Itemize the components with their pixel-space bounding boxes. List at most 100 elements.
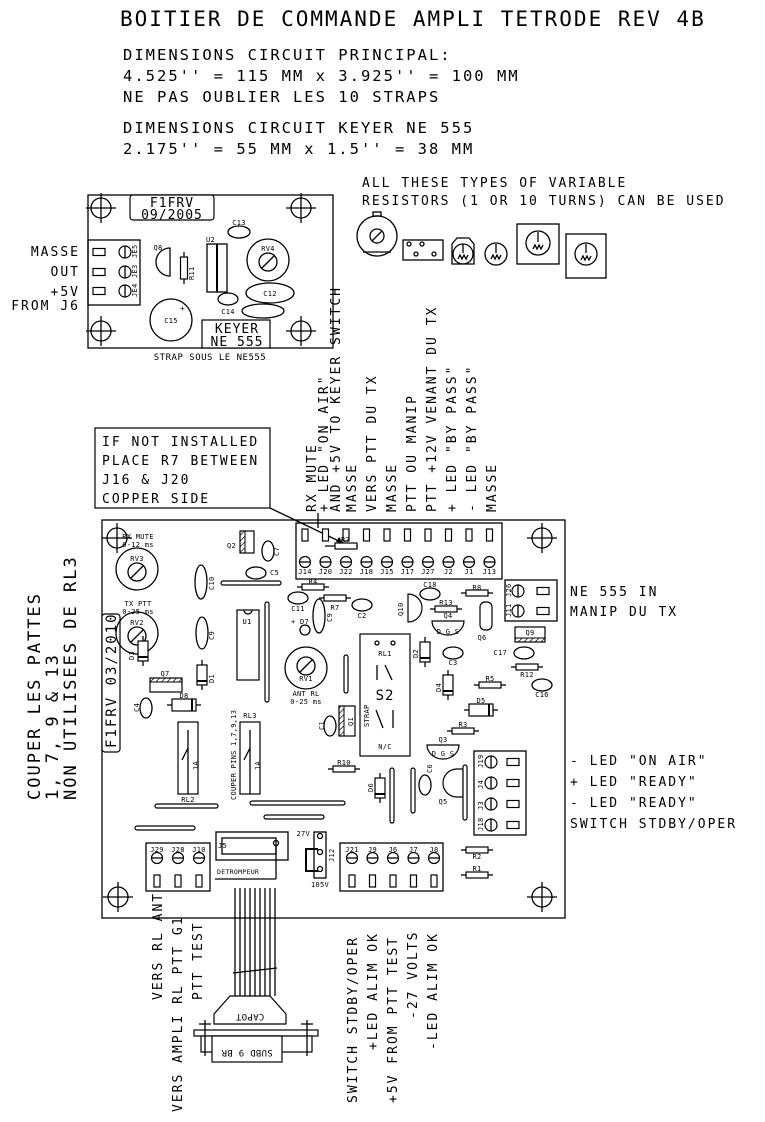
connector-j9: J9: [366, 846, 379, 888]
label-led-on-air: + LED "ON AIR": [317, 374, 332, 512]
detrompeur-label: DETROMPEUR: [217, 868, 259, 876]
subd-label: SUBD 9 BR: [221, 1047, 273, 1057]
d3-label: D3: [128, 651, 136, 660]
label-plus-led-by-pass: + LED "BY PASS": [445, 365, 460, 512]
connector-label: J29: [150, 846, 164, 854]
connector-j26: J26: [505, 583, 513, 597]
ribbon-cable: CAPOT SUBD 9 BR: [193, 888, 319, 1063]
connector-j6: J6: [386, 846, 400, 888]
label-ne555-in: NE 555 IN: [570, 585, 658, 600]
keyer-u2-label: U2: [206, 236, 215, 244]
mount-hole-icon: [526, 881, 558, 913]
connector-label: J21: [345, 846, 359, 854]
keyer-connector-je3: JE3: [131, 264, 139, 278]
c2-label: C2: [357, 612, 366, 620]
keyer-c15-label: C15: [164, 317, 178, 325]
strap-wire: [462, 764, 468, 821]
mount-hole-icon: [102, 881, 134, 913]
strap-wire: [264, 601, 270, 703]
keyer-label-from-j6: FROM J6: [11, 299, 80, 314]
label-switch-stdby-oper: SWITCH STDBY/OPER: [570, 817, 737, 832]
strap-wire: [389, 767, 395, 824]
trimmer-octagon-icon: [451, 237, 475, 265]
c10-label: C10: [208, 576, 216, 590]
q1-label: Q1: [347, 717, 355, 726]
label-bottom-switch-stdby-oper: SWITCH STDBY/OPER: [346, 936, 361, 1103]
keyer-q8-label: Q8: [153, 244, 162, 252]
c9-label: C9: [326, 613, 334, 622]
rv3-label: RV3: [130, 555, 144, 563]
terminal-label: J1: [464, 568, 473, 576]
label-minus-27-volts: -27 VOLTS: [406, 931, 421, 1019]
terminal-label: J20: [319, 568, 333, 576]
keyer-r11-label: R11: [188, 266, 196, 280]
connector-j21: J21: [345, 846, 359, 888]
label-manip-du-tx: MANIP DU TX: [570, 605, 678, 620]
connector-label: J19: [477, 754, 485, 768]
r2-label: R2: [472, 853, 481, 861]
label-ptt-test: PTT TEST: [191, 921, 206, 1000]
relay-cut-pins-note: COUPER PINS 1,7,9,13: [230, 710, 238, 800]
mount-hole-icon: [285, 192, 317, 224]
keyer-c13-label: C13: [232, 219, 246, 227]
terminal-label: J18: [360, 568, 374, 576]
variable-resistor-types: [356, 211, 607, 279]
r10-label: R10: [337, 759, 351, 767]
rl1-label: RL1: [378, 650, 392, 658]
mount-hole-icon: [526, 522, 558, 554]
terminal-label: J13: [483, 568, 497, 576]
s2-label: S2: [376, 688, 395, 704]
connector-j3: J3: [477, 797, 520, 811]
label-masse-2: MASSE: [385, 463, 400, 512]
label-minus-led-ready: - LED "READY": [570, 796, 698, 811]
label-plus-led-alim-ok: +LED ALIM OK: [366, 932, 381, 1050]
r1-label: R1: [472, 865, 481, 873]
d7-label: + D7: [291, 618, 309, 626]
q2-label: Q2: [227, 542, 236, 550]
label-rx-mute: RX MUTE: [305, 443, 320, 512]
connector-label: J10: [192, 846, 206, 854]
u1-label: U1: [242, 618, 251, 626]
connector-label: J8: [429, 846, 438, 854]
diagram-title: BOITIER DE COMMANDE AMPLI TETRODE REV 4B: [120, 7, 706, 31]
rv1-title: ANT RL: [292, 690, 319, 698]
left-note-line3: NON UTILISEES DE RL3: [61, 555, 81, 800]
c6-label: C6: [426, 764, 434, 773]
q9-label: Q9: [525, 629, 534, 637]
q4-pins: D G S: [437, 628, 460, 636]
connector-label: J9: [368, 846, 377, 854]
terminal-j27: J27: [421, 528, 434, 576]
terminal-j15: J15: [380, 528, 394, 576]
mount-hole-icon: [85, 192, 117, 224]
note-line4: COPPER SIDE: [102, 492, 210, 507]
c5-label: C5: [270, 569, 279, 577]
c18-label: C18: [423, 581, 437, 589]
connector-j18: J18: [477, 817, 520, 832]
keyer-stamp-line1: F1FRV: [150, 196, 194, 211]
trimmer-square-large-icon: [565, 233, 607, 279]
connector-j7: J7: [407, 846, 420, 888]
j5-label: J5: [218, 842, 227, 850]
keyer-name-line1: KEYER: [215, 322, 259, 337]
connector-j19: J19: [477, 754, 520, 769]
r5-label: R5: [485, 675, 494, 683]
rv1-range: 0-25 ms: [290, 698, 322, 706]
terminal-label: J15: [380, 568, 394, 576]
d6-label: D6: [367, 783, 375, 792]
left-note-line1: COUPER LES PATTES: [25, 592, 45, 800]
label-vers-ptt-du-tx: VERS PTT DU TX: [365, 374, 380, 512]
c4-label: C4: [133, 703, 141, 712]
q7-label: Q7: [160, 670, 169, 678]
q10-label: Q10: [397, 602, 405, 616]
c1-label: C1: [318, 721, 326, 730]
c8-label: C9: [208, 631, 216, 640]
rv2-title: TX PTT: [124, 600, 152, 608]
terminal-j2: J2: [442, 528, 455, 576]
strap-wire: [410, 767, 416, 814]
s2-nc-label: N/C: [378, 743, 392, 751]
keyer-connector-je5: JE5: [131, 244, 139, 258]
rl3-rating: 1A: [254, 760, 262, 770]
r8-label: R8: [472, 584, 481, 592]
d5-label: D5: [476, 697, 485, 705]
r4-label: R4: [308, 578, 317, 586]
